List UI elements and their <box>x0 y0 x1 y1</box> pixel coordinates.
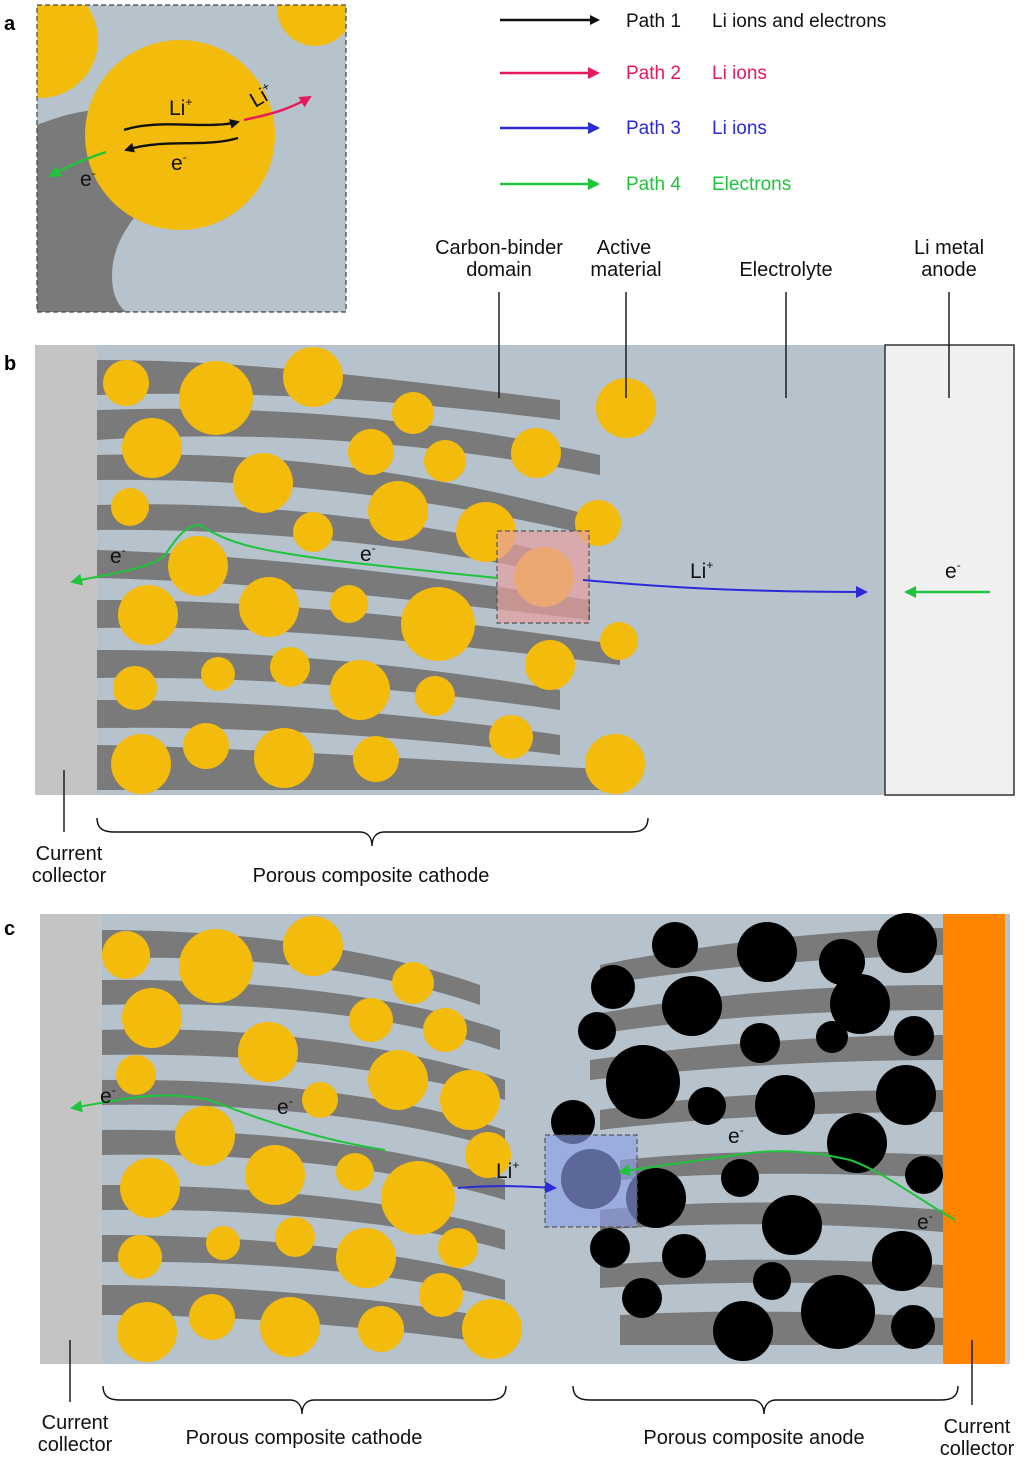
anode-label: Porous composite anode <box>643 1427 864 1449</box>
svg-text:Li ions: Li ions <box>712 63 767 84</box>
svg-text:Path 4: Path 4 <box>626 174 681 195</box>
anode-particles <box>551 913 943 1361</box>
active-material-callout-label: Active <box>597 237 651 259</box>
panel-b-label: b <box>4 353 16 375</box>
current-collector-label: Current <box>36 843 103 865</box>
electron-label: e- <box>917 1209 933 1234</box>
electron-label: e- <box>80 166 96 191</box>
callout-leaders <box>63 292 950 832</box>
li-ion-label: Li+ <box>496 1158 519 1183</box>
li-ion-label: Li+ <box>690 558 713 583</box>
cathode-label: Porous composite cathode <box>186 1427 423 1449</box>
active-material-particles-cathode <box>102 916 522 1362</box>
cathode-brace <box>102 1385 507 1415</box>
zoom-region-highlight <box>496 530 590 624</box>
svg-text:Path 2: Path 2 <box>626 63 681 84</box>
svg-text:Li ions: Li ions <box>712 118 767 139</box>
carbon-binder-callout-label: domain <box>466 259 532 281</box>
active-material-callout-label: material <box>590 259 661 281</box>
svg-text:Path 3: Path 3 <box>626 118 681 139</box>
legend-item-path-4: Path 4 Electrons <box>500 174 791 195</box>
electron-label: e- <box>728 1123 744 1148</box>
electron-label: e- <box>360 541 376 566</box>
svg-text:Electrons: Electrons <box>712 174 791 195</box>
electron-label: e- <box>100 1083 116 1108</box>
current-collector <box>35 345 97 795</box>
callout-leaders <box>69 1340 973 1405</box>
active-material-particle <box>277 5 346 46</box>
anode-callout-label: Li metal <box>914 237 984 259</box>
path-1-li-arrow <box>123 119 240 132</box>
anode-brace <box>572 1385 959 1415</box>
path-3-arrow <box>457 1181 557 1194</box>
li-ion-label: Li+ <box>169 95 192 120</box>
path-4-arrow <box>70 1094 386 1151</box>
electron-label: e- <box>171 150 187 175</box>
legend-item-path-3: Path 3 Li ions <box>500 118 767 139</box>
electron-label: e- <box>945 558 961 583</box>
active-material-particles <box>103 347 656 794</box>
cathode-brace <box>96 817 649 847</box>
panel-a-label: a <box>4 13 16 35</box>
anode-callout-label: anode <box>921 259 977 281</box>
li-metal-anode <box>884 344 1015 796</box>
svg-text:Path 1: Path 1 <box>626 11 681 32</box>
current-collector-label: Current <box>42 1412 109 1434</box>
active-material-particle <box>37 5 98 98</box>
zoom-frame <box>36 4 347 313</box>
path-4-arrow <box>70 523 498 586</box>
zoom-region-highlight <box>544 1134 638 1228</box>
cathode-label: Porous composite cathode <box>253 865 490 887</box>
current-collector-label: collector <box>940 1438 1015 1460</box>
electron-label: e- <box>277 1094 293 1119</box>
panel-c-label: c <box>4 918 15 940</box>
path-1-e-arrow <box>124 136 239 153</box>
path-4-arrow <box>48 150 107 178</box>
legend: Path 1 Li ions and electrons Path 2 Li i… <box>500 11 886 195</box>
current-collector-label: collector <box>32 865 107 887</box>
carbon-binder-callout-label: Carbon-binder <box>435 237 563 259</box>
active-material-particle-large <box>85 40 275 230</box>
current-collector-label: collector <box>38 1434 113 1456</box>
legend-item-path-2: Path 2 Li ions <box>500 63 767 84</box>
path-3-arrow <box>582 579 868 598</box>
path-2-arrow <box>243 95 312 122</box>
current-collector-left <box>40 914 102 1364</box>
current-collector-label: Current <box>944 1416 1011 1438</box>
current-collector-right <box>943 914 1005 1364</box>
electron-label: e- <box>110 543 126 568</box>
svg-text:Li ions and electrons: Li ions and electrons <box>712 11 886 32</box>
electrolyte-callout-label: Electrolyte <box>739 259 832 281</box>
legend-item-path-1: Path 1 Li ions and electrons <box>500 11 886 32</box>
path-4-arrow <box>618 1150 956 1221</box>
